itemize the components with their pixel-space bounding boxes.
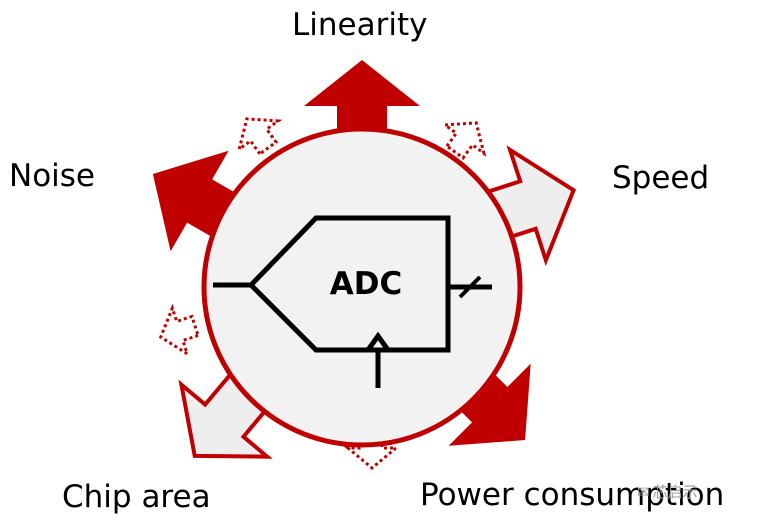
label-linearity: Linearity: [292, 7, 428, 43]
dotted-arrow-left: [151, 301, 204, 362]
adc-label: ADC: [330, 266, 402, 302]
adc-symbol: [213, 215, 492, 388]
watermark: ✉芯启示: [637, 481, 698, 502]
central-circle: [201, 126, 523, 448]
label-power-consumption: Power consumption: [420, 477, 725, 513]
output-bus-slash: [458, 275, 482, 299]
watermark-text: 芯启示: [652, 483, 698, 501]
label-speed: Speed: [612, 160, 710, 196]
label-noise: Noise: [9, 158, 95, 194]
wechat-icon: ✉: [637, 483, 650, 501]
label-chip-area: Chip area: [62, 479, 211, 515]
clock-triangle: [365, 331, 391, 352]
adc-block-outline: [247, 215, 451, 353]
arrow-linearity: [304, 60, 420, 148]
